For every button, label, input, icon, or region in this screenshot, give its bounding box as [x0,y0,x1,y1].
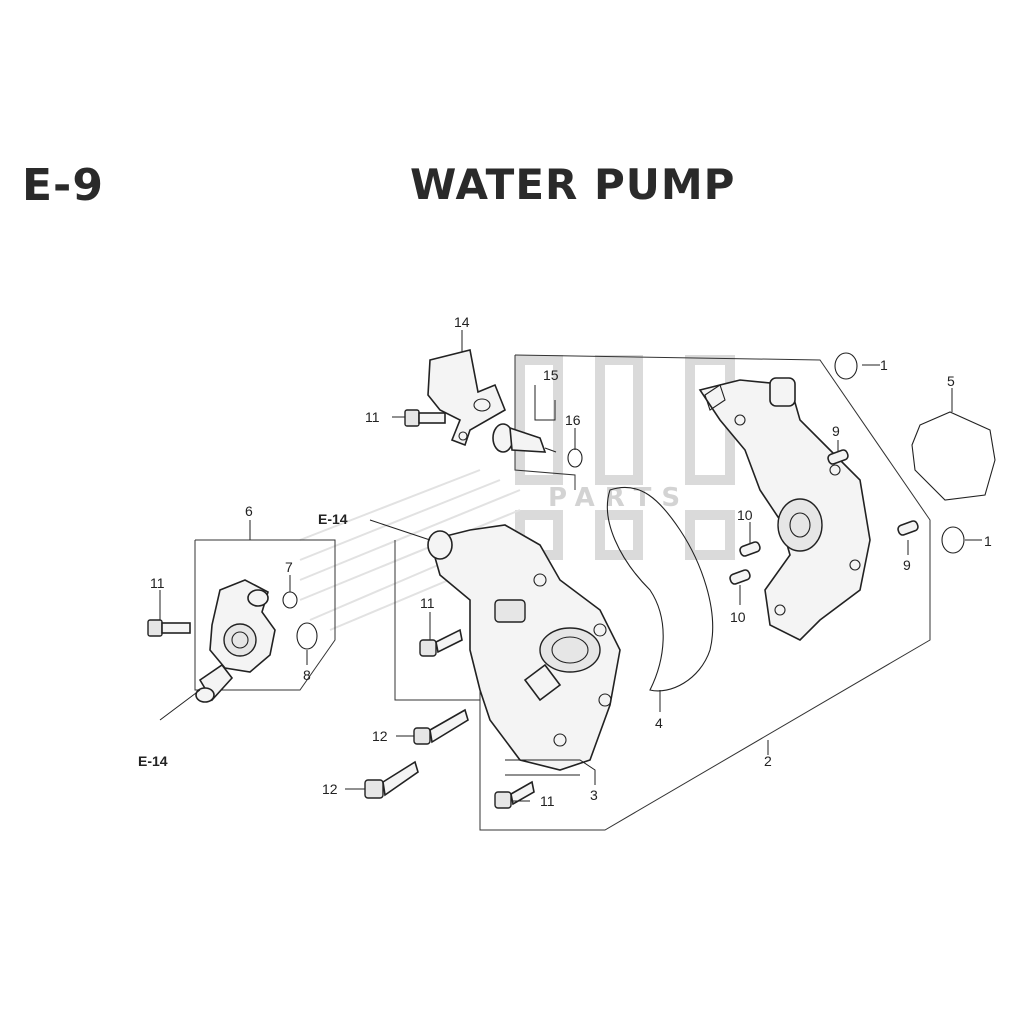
o-ring-1-top [834,352,858,380]
bolt-11-mid [419,628,463,657]
callout-12-lower: 12 [322,781,338,797]
water-pump-body-2 [698,377,871,641]
bracket-14 [427,349,507,447]
dowel-9-top [827,449,849,465]
bolt-11-left [147,619,191,637]
reference-e14-upper: E-14 [318,511,348,527]
callout-15: 15 [543,367,559,383]
callout-2: 2 [764,753,772,769]
callout-11-bottom: 11 [540,793,555,809]
o-ring-16 [567,448,583,468]
sensor-15 [492,423,557,453]
callout-9-top: 9 [832,423,840,439]
assembly-box-15 [514,355,576,490]
assembly-box-6 [194,539,336,691]
bolt-11-bottom [494,780,535,809]
o-ring-8 [296,622,318,650]
o-ring-7 [282,591,298,609]
gasket-5 [911,411,996,501]
callout-11-left: 11 [150,575,165,591]
callout-9-bottom: 9 [903,557,911,573]
leader-lines [159,330,982,802]
gasket-4 [606,486,714,692]
callout-1-top: 1 [880,357,888,373]
callout-3: 3 [590,787,598,803]
dowel-10-top [739,541,761,557]
bolt-11-top [404,409,446,427]
callout-8: 8 [303,667,311,683]
reference-e14-lower: E-14 [138,753,168,769]
bolt-12-lower [364,760,419,799]
watermark-text: PARTS [548,483,690,513]
assembly-box-2 [479,354,931,831]
callout-14: 14 [454,314,470,330]
section-code: E-9 [22,160,104,211]
o-ring-1-bottom [941,526,965,554]
thermostat-housing-6 [195,579,276,703]
callout-6: 6 [245,503,253,519]
bolt-12-upper [413,708,469,745]
callout-11-top: 11 [365,409,380,425]
callout-10-top: 10 [737,507,753,523]
dowel-10-bottom [729,569,751,585]
callout-4: 4 [655,715,663,731]
callout-11-mid: 11 [420,595,435,611]
dowel-9-bottom [897,520,919,536]
callout-5: 5 [947,373,955,389]
pump-cover-3 [427,524,621,771]
callout-16: 16 [565,412,581,428]
callout-7: 7 [285,559,293,575]
callout-12-upper: 12 [372,728,388,744]
callout-10-bottom: 10 [730,609,746,625]
diagram-title: WATER PUMP [410,160,736,209]
watermark: PARTS [515,355,735,560]
callout-1-bottom: 1 [984,533,992,549]
